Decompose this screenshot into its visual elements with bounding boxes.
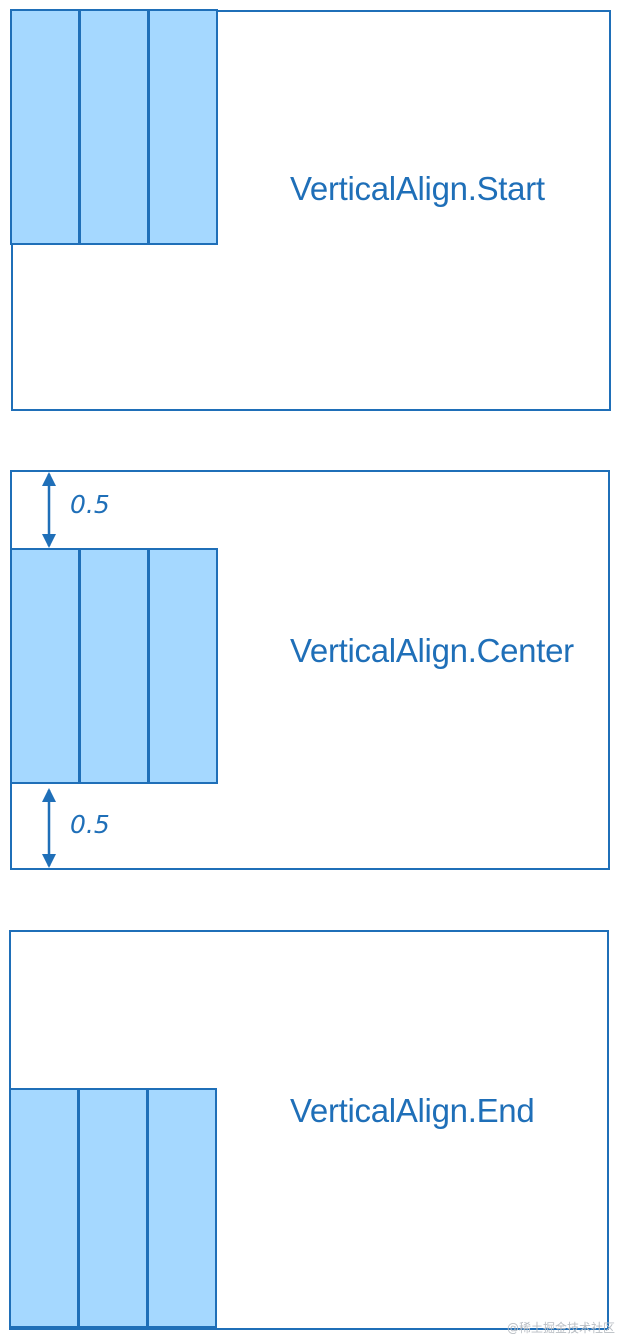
top-gap-arrow-icon [42, 472, 56, 548]
panel-vertical-align-start: VerticalAlign.Start [0, 0, 621, 420]
child-item [10, 548, 80, 784]
child-items-row [10, 548, 218, 784]
child-item [79, 9, 149, 245]
align-label: VerticalAlign.Start [290, 170, 545, 207]
child-items-row [10, 9, 218, 245]
panel-vertical-align-end: VerticalAlign.End [0, 922, 621, 1340]
child-item [79, 548, 149, 784]
child-item [78, 1088, 148, 1328]
child-item [148, 9, 218, 245]
top-gap-value: 0.5 [70, 490, 110, 519]
child-item [9, 1088, 79, 1328]
child-item [147, 1088, 217, 1328]
child-item [148, 548, 218, 784]
panel-vertical-align-center: 0.5 0.5 VerticalAlign.Center [0, 462, 621, 878]
align-label: VerticalAlign.Center [290, 632, 574, 669]
child-items-row [9, 1088, 217, 1328]
align-label: VerticalAlign.End [290, 1092, 535, 1129]
bottom-gap-arrow-icon [42, 788, 56, 868]
child-item [10, 9, 80, 245]
watermark: @稀土掘金技术社区 [506, 1321, 615, 1335]
bottom-gap-value: 0.5 [70, 810, 110, 839]
